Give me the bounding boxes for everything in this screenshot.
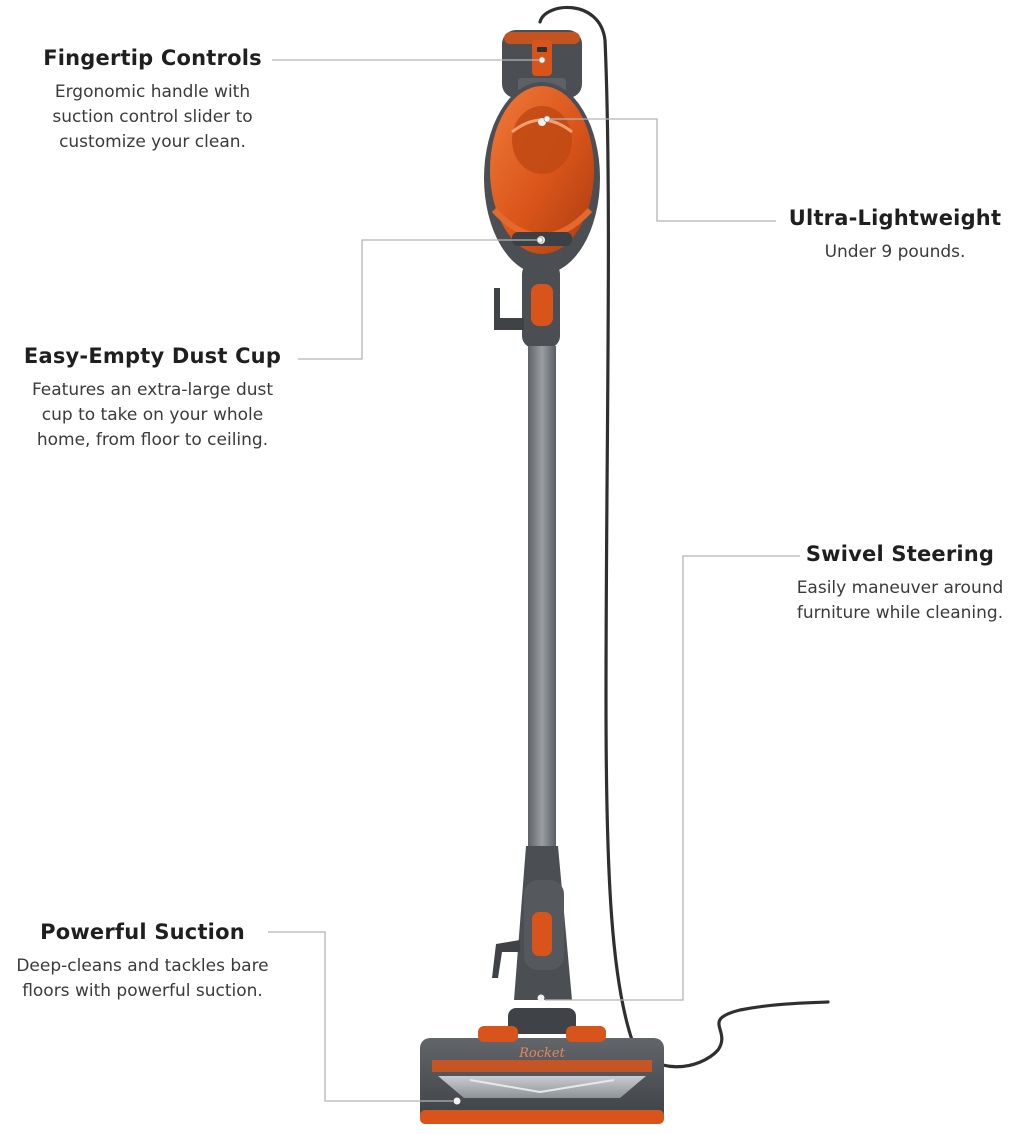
feature-easy-empty-dust-cup: Easy-Empty Dust Cup Features an extra-la…	[10, 344, 295, 453]
anchor-dustcup	[536, 236, 544, 244]
feature-title: Easy-Empty Dust Cup	[23, 344, 282, 368]
feature-description: Deep-cleans and tackles bare floors with…	[16, 956, 269, 1001]
feature-fingertip-controls: Fingertip Controls Ergonomic handle with…	[20, 46, 285, 155]
feature-ultra-lightweight: Ultra-Lightweight Under 9 pounds.	[780, 206, 1010, 265]
cord-hook-lower	[492, 940, 520, 978]
anchor-lightweight	[543, 115, 551, 123]
leader-lightweight	[547, 118, 776, 222]
anchor-fingertip	[538, 56, 546, 64]
wand	[528, 346, 556, 852]
leader-lines	[268, 59, 800, 1102]
feature-description: Ergonomic handle with suction control sl…	[52, 82, 253, 152]
leader-dustcup	[298, 239, 537, 360]
feature-description: Easily maneuver around furniture while c…	[796, 578, 1004, 623]
release-button	[531, 284, 553, 326]
power-cord	[538, 5, 830, 1069]
feature-title: Swivel Steering	[805, 542, 995, 566]
feature-swivel-steering: Swivel Steering Easily maneuver around f…	[780, 542, 1020, 626]
feature-title: Fingertip Controls	[43, 46, 262, 70]
leader-swivel	[545, 555, 800, 1001]
feature-title: Ultra-Lightweight	[788, 206, 1002, 230]
feature-description: Features an extra-large dust cup to take…	[31, 380, 274, 450]
hook-upper	[494, 288, 524, 330]
feature-description: Under 9 pounds.	[824, 242, 966, 262]
feature-title: Powerful Suction	[40, 920, 245, 944]
clear-window	[438, 1076, 646, 1098]
leader-suction	[268, 931, 453, 1102]
feature-powerful-suction: Powerful Suction Deep-cleans and tackles…	[0, 920, 285, 1004]
brand-mark: Rocket	[518, 1046, 565, 1061]
lower-release-button	[532, 912, 552, 956]
